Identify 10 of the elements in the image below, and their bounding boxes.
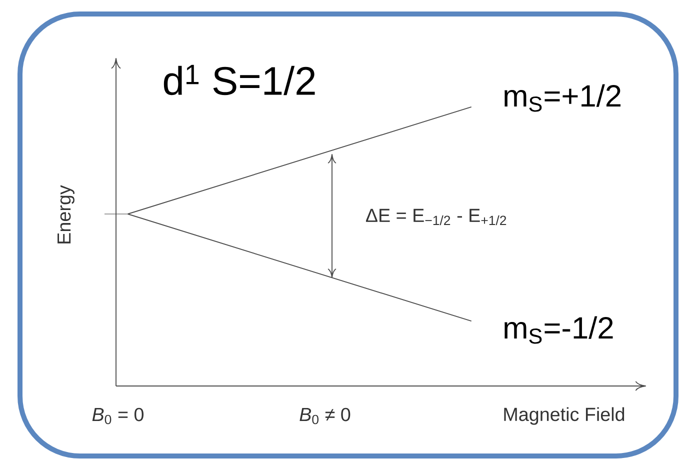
formula-label: ΔE = E$_{−1/2}$ - E$_{+1/2}$	[366, 208, 506, 226]
axis-label: Energy	[58, 185, 74, 244]
energy-line	[127, 106, 472, 214]
axis-label: Magnetic Field	[504, 407, 624, 425]
level-label: m$_{S}$=+1/2	[504, 84, 620, 112]
energy-line	[127, 214, 472, 322]
tick-label: B$_{0}$ = 0	[92, 408, 144, 424]
level-label: m$_{S}$=-1/2	[504, 316, 613, 344]
title: d$^{1}$ S=1/2	[164, 64, 315, 96]
tick-label: B$_{0}$ ≠ 0	[300, 408, 350, 424]
